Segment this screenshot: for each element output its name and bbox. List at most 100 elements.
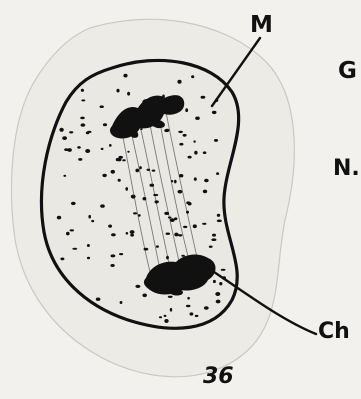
granule-dot	[144, 248, 149, 251]
granule-dot	[130, 234, 134, 237]
granule-dot	[70, 229, 74, 231]
granule-dot	[152, 170, 156, 172]
granule-dot	[164, 212, 169, 215]
granule-dot	[164, 315, 167, 317]
granule-dot	[179, 174, 183, 177]
granule-dot	[131, 195, 136, 199]
granule-dot	[78, 158, 82, 161]
granule-dot	[110, 264, 114, 267]
figure-number: 36	[203, 364, 234, 389]
granule-dot	[133, 212, 137, 214]
granule-dot	[80, 117, 85, 120]
granule-dot	[127, 151, 129, 153]
granule-dot	[178, 190, 183, 194]
granule-dot	[204, 179, 209, 183]
granule-dot	[203, 151, 207, 154]
granule-dot	[217, 214, 220, 217]
granule-dot	[212, 111, 217, 114]
granule-dot	[150, 184, 155, 187]
granule-dot	[100, 105, 104, 108]
granule-dot	[155, 200, 159, 203]
granule-dot	[195, 315, 199, 317]
granule-dot	[147, 169, 151, 171]
granule-dot	[193, 140, 195, 142]
granule-dot	[219, 282, 222, 285]
granule-dot	[179, 143, 183, 146]
granule-dot	[194, 151, 197, 155]
granule-dot	[174, 217, 177, 220]
granule-dot	[156, 245, 159, 247]
granule-dot	[122, 159, 125, 161]
granule-dot	[221, 269, 226, 271]
granule-dot	[103, 123, 107, 126]
granule-dot	[127, 92, 130, 96]
granule-dot	[126, 232, 129, 235]
granule-dot	[185, 108, 188, 112]
granule-dot	[166, 256, 169, 260]
granule-dot	[186, 305, 191, 307]
granule-dot	[87, 244, 90, 247]
granule-dot	[168, 296, 173, 298]
label-g-cropped: G	[338, 60, 357, 83]
granule-dot	[187, 297, 190, 300]
granule-dot	[215, 292, 220, 296]
granule-dot	[216, 300, 221, 304]
granule-dot	[111, 170, 115, 174]
granule-dot	[62, 136, 67, 140]
granule-dot	[174, 180, 177, 184]
granule-dot	[116, 89, 119, 93]
granule-dot	[201, 96, 206, 99]
granule-dot	[64, 148, 68, 151]
granule-dot	[217, 220, 222, 223]
granule-dot	[211, 238, 216, 241]
granule-dot	[183, 226, 187, 228]
granule-dot	[142, 294, 147, 298]
granule-dot	[86, 132, 90, 135]
granule-dot	[188, 202, 192, 205]
granule-dot	[100, 204, 105, 207]
granule-dot	[135, 169, 139, 173]
granule-dot	[188, 156, 192, 159]
granule-dot	[101, 148, 104, 150]
granule-dot	[85, 149, 90, 153]
granule-dot	[183, 134, 187, 137]
granule-dot	[88, 215, 91, 219]
granule-dot	[159, 316, 162, 318]
granule-dot	[214, 139, 218, 142]
granule-dot	[186, 211, 189, 214]
granule-dot	[177, 80, 181, 84]
granule-dot	[57, 216, 61, 220]
granule-dot	[60, 258, 64, 261]
granule-dot	[91, 220, 94, 222]
granule-dot	[111, 254, 116, 257]
granule-dot	[212, 234, 216, 237]
granule-dot	[71, 202, 76, 205]
granule-dot	[130, 230, 135, 234]
granule-dot	[213, 280, 216, 283]
granule-dot	[164, 319, 168, 323]
granule-dot	[139, 166, 142, 169]
granule-dot	[123, 74, 127, 78]
granule-dot	[153, 194, 158, 196]
granule-dot	[178, 131, 183, 133]
granule-dot	[87, 257, 90, 259]
granule-dot	[119, 253, 123, 255]
granule-dot	[120, 301, 123, 304]
granule-dot	[204, 306, 209, 309]
granule-dot	[102, 174, 106, 177]
label-n-cropped: N.	[333, 158, 360, 180]
label-ch: Ch	[318, 321, 350, 343]
granule-dot	[81, 99, 85, 101]
granule-dot	[171, 180, 173, 182]
granule-dot	[174, 233, 178, 237]
granule-dot	[216, 172, 219, 175]
granule-dot	[77, 146, 81, 149]
granule-dot	[125, 187, 128, 191]
granule-dot	[63, 175, 66, 177]
granule-dot	[170, 218, 175, 222]
granule-dot	[191, 75, 194, 78]
granule-dot	[170, 308, 172, 312]
granule-dot	[59, 128, 63, 132]
granule-dot	[168, 217, 172, 219]
